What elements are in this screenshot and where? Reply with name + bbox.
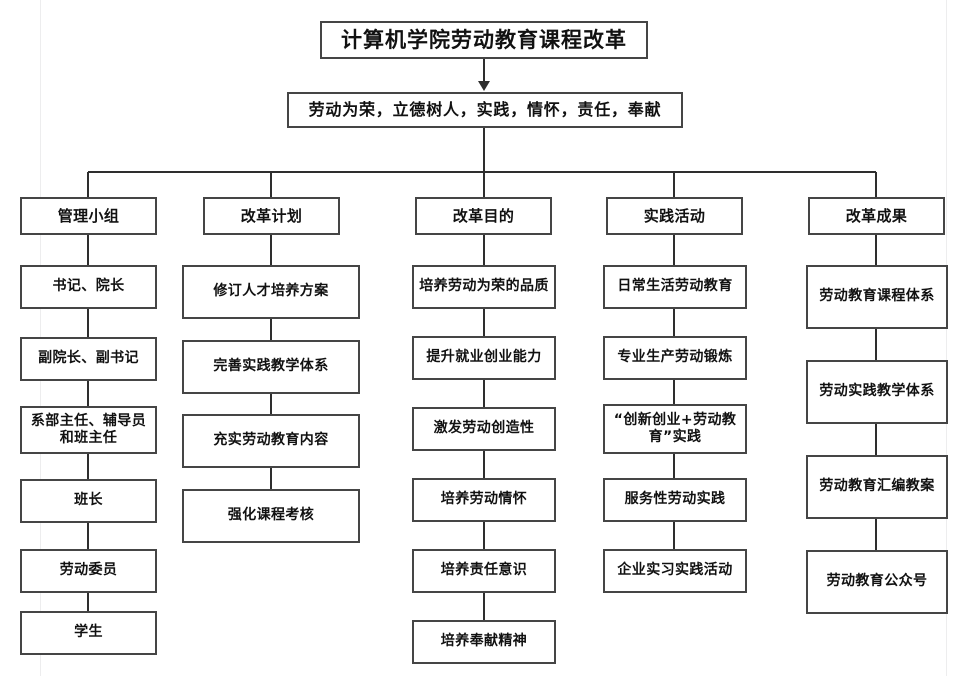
connector-reform-results-1 xyxy=(875,329,877,360)
connector-bus-to-management-group xyxy=(87,172,89,197)
connector-reform-plan-0 xyxy=(270,235,272,265)
node-reform-purpose-1[interactable]: 提升就业创业能力 xyxy=(412,336,556,380)
column-header-reform-results[interactable]: 改革成果 xyxy=(808,197,945,235)
motto-box[interactable]: 劳动为荣，立德树人，实践，情怀，责任，奉献 xyxy=(287,92,683,128)
connector-title-to-motto xyxy=(483,59,485,82)
connector-reform-plan-1 xyxy=(270,319,272,340)
node-practice-activities-1[interactable]: 专业生产劳动锻炼 xyxy=(603,336,747,380)
connector-practice-activities-4 xyxy=(673,522,675,549)
connector-management-group-2 xyxy=(87,381,89,406)
bus-horizontal-line xyxy=(88,171,876,173)
connector-reform-results-2 xyxy=(875,424,877,455)
node-management-group-5[interactable]: 学生 xyxy=(20,611,157,655)
connector-reform-results-0 xyxy=(875,235,877,265)
node-management-group-3[interactable]: 班长 xyxy=(20,479,157,523)
column-header-reform-plan[interactable]: 改革计划 xyxy=(203,197,340,235)
connector-bus-to-reform-purpose xyxy=(483,172,485,197)
connector-reform-purpose-2 xyxy=(483,380,485,407)
connector-management-group-1 xyxy=(87,309,89,337)
column-header-management-group[interactable]: 管理小组 xyxy=(20,197,157,235)
node-management-group-0[interactable]: 书记、院长 xyxy=(20,265,157,309)
node-management-group-2[interactable]: 系部主任、辅导员和班主任 xyxy=(20,406,157,454)
node-reform-purpose-4[interactable]: 培养责任意识 xyxy=(412,549,556,593)
connector-reform-purpose-3 xyxy=(483,451,485,478)
node-reform-results-1[interactable]: 劳动实践教学体系 xyxy=(806,360,948,424)
connector-reform-purpose-4 xyxy=(483,522,485,549)
node-reform-plan-0[interactable]: 修订人才培养方案 xyxy=(182,265,360,319)
node-reform-plan-1[interactable]: 完善实践教学体系 xyxy=(182,340,360,394)
connector-reform-purpose-1 xyxy=(483,309,485,336)
node-reform-plan-2[interactable]: 充实劳动教育内容 xyxy=(182,414,360,468)
node-practice-activities-2[interactable]: “创新创业+劳动教育”实践 xyxy=(603,404,747,454)
connector-reform-plan-2 xyxy=(270,394,272,414)
node-reform-plan-3[interactable]: 强化课程考核 xyxy=(182,489,360,543)
node-reform-purpose-5[interactable]: 培养奉献精神 xyxy=(412,620,556,664)
page-fold-right xyxy=(946,0,947,676)
connector-practice-activities-0 xyxy=(673,235,675,265)
connector-reform-plan-3 xyxy=(270,468,272,489)
connector-practice-activities-1 xyxy=(673,309,675,336)
node-management-group-4[interactable]: 劳动委员 xyxy=(20,549,157,593)
node-management-group-1[interactable]: 副院长、副书记 xyxy=(20,337,157,381)
node-practice-activities-4[interactable]: 企业实习实践活动 xyxy=(603,549,747,593)
node-reform-purpose-2[interactable]: 激发劳动创造性 xyxy=(412,407,556,451)
node-reform-results-3[interactable]: 劳动教育公众号 xyxy=(806,550,948,614)
connector-reform-purpose-5 xyxy=(483,593,485,620)
node-practice-activities-0[interactable]: 日常生活劳动教育 xyxy=(603,265,747,309)
node-reform-results-2[interactable]: 劳动教育汇编教案 xyxy=(806,455,948,519)
connector-bus-to-practice-activities xyxy=(673,172,675,197)
connector-motto-to-bus xyxy=(483,128,485,172)
node-reform-results-0[interactable]: 劳动教育课程体系 xyxy=(806,265,948,329)
connector-reform-purpose-0 xyxy=(483,235,485,265)
column-header-reform-purpose[interactable]: 改革目的 xyxy=(415,197,552,235)
connector-management-group-3 xyxy=(87,454,89,479)
node-practice-activities-3[interactable]: 服务性劳动实践 xyxy=(603,478,747,522)
node-reform-purpose-3[interactable]: 培养劳动情怀 xyxy=(412,478,556,522)
connector-management-group-5 xyxy=(87,593,89,611)
connector-practice-activities-2 xyxy=(673,380,675,404)
connector-management-group-0 xyxy=(87,235,89,265)
connector-reform-results-3 xyxy=(875,519,877,550)
connector-management-group-4 xyxy=(87,523,89,549)
node-reform-purpose-0[interactable]: 培养劳动为荣的品质 xyxy=(412,265,556,309)
column-header-practice-activities[interactable]: 实践活动 xyxy=(606,197,743,235)
arrow-down-icon xyxy=(478,81,490,91)
connector-bus-to-reform-plan xyxy=(270,172,272,197)
root-title-box[interactable]: 计算机学院劳动教育课程改革 xyxy=(320,21,648,59)
connector-bus-to-reform-results xyxy=(875,172,877,197)
connector-practice-activities-3 xyxy=(673,454,675,478)
